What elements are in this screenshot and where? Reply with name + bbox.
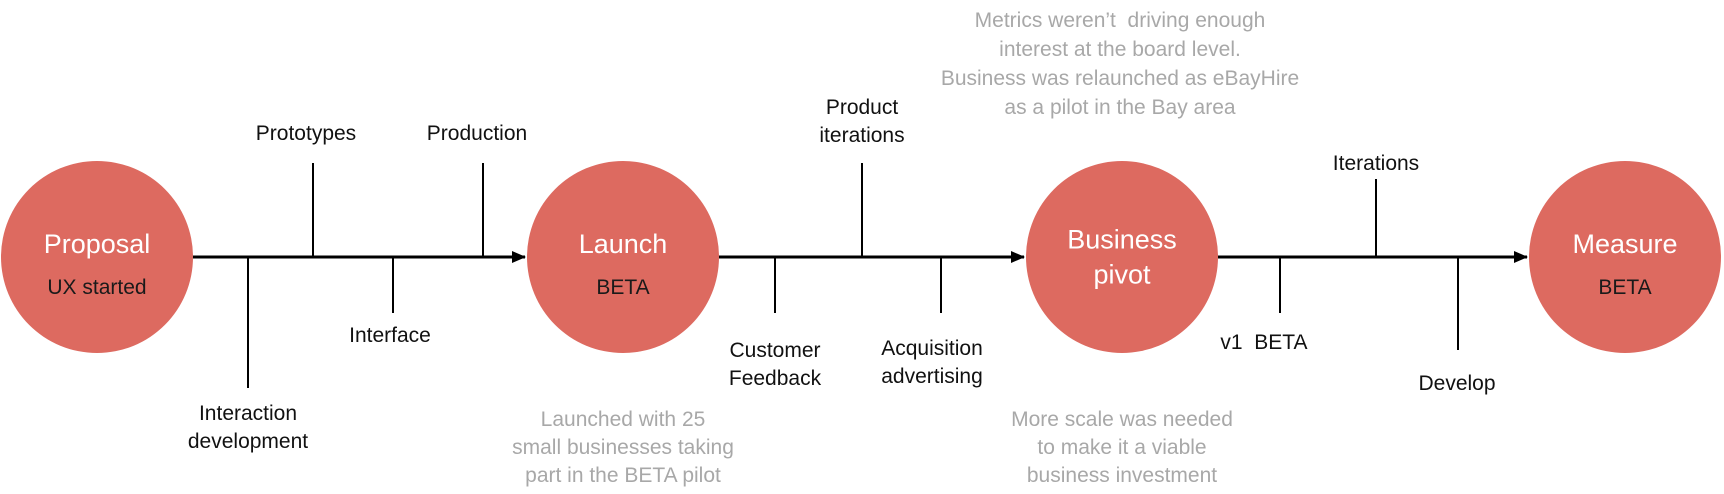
- connector-lines: [193, 163, 1528, 388]
- milestone-circle-proposal: [1, 161, 193, 353]
- notes: Metrics weren’t driving enough interest a…: [512, 9, 1299, 487]
- branch-label-line: iterations: [819, 124, 904, 147]
- branch-label-line: v1 BETA: [1220, 331, 1307, 354]
- note-line: to make it a viable: [1037, 436, 1206, 459]
- branch-label-line: Iterations: [1333, 152, 1419, 175]
- note-metrics: Metrics weren’t driving enough interest a…: [941, 9, 1299, 119]
- branch-label-prototypes: Prototypes: [256, 122, 356, 145]
- note-launched: Launched with 25 small businesses taking p…: [512, 408, 734, 487]
- note-line: Metrics weren’t driving enough: [975, 9, 1266, 32]
- branch-label-line: development: [188, 430, 308, 453]
- milestone-circle-launch: [527, 161, 719, 353]
- branch-label-line: Prototypes: [256, 122, 356, 145]
- milestone-title-launch: Launch: [579, 229, 668, 259]
- milestone-subtitle-measure: BETA: [1598, 276, 1651, 299]
- branch-label-line: Feedback: [729, 367, 822, 390]
- branch-label-line: Production: [427, 122, 527, 145]
- branch-label-line: Interaction: [199, 402, 297, 425]
- milestone-title-line: Proposal: [44, 229, 151, 259]
- branch-label-interface: Interface: [349, 324, 431, 347]
- milestone-title-line: pivot: [1093, 260, 1151, 290]
- milestone-subtitle-launch: BETA: [596, 276, 649, 299]
- branch-label-iterations: Iterations: [1333, 152, 1419, 175]
- note-line: business investment: [1027, 464, 1217, 487]
- note-line: Business was relaunched as eBayHire: [941, 67, 1299, 90]
- branch-label-v1-beta: v1 BETA: [1220, 331, 1307, 354]
- milestone-proposal: Proposal UX started: [1, 161, 193, 353]
- branch-label-develop: Develop: [1418, 372, 1495, 395]
- milestone-business-pivot: Business pivot: [1026, 161, 1218, 353]
- milestone-subtitle-proposal: UX started: [47, 276, 146, 299]
- branch-label-line: Interface: [349, 324, 431, 347]
- note-line: interest at the board level.: [999, 38, 1241, 61]
- milestone-circle-business-pivot: [1026, 161, 1218, 353]
- branch-label-line: Acquisition: [881, 337, 983, 360]
- milestone-title-measure: Measure: [1572, 229, 1677, 259]
- milestone-circle-measure: [1529, 161, 1721, 353]
- milestone-title-business-pivot: Business pivot: [1067, 225, 1177, 290]
- branch-label-line: Product: [826, 96, 899, 119]
- note-line: Launched with 25: [541, 408, 706, 431]
- branch-label-line: Customer: [729, 339, 820, 362]
- branch-labels: Interaction development PrototypesInterfac…: [188, 96, 1496, 453]
- milestone-title-line: Launch: [579, 229, 668, 259]
- note-scale: More scale was needed to make it a viable…: [1011, 408, 1233, 487]
- branch-label-product-iterations: Product iterations: [819, 96, 904, 147]
- note-line: More scale was needed: [1011, 408, 1233, 431]
- branch-label-production: Production: [427, 122, 527, 145]
- branch-label-interaction-development: Interaction development: [188, 402, 308, 453]
- branch-label-line: advertising: [881, 365, 983, 388]
- milestone-title-proposal: Proposal: [44, 229, 151, 259]
- note-line: as a pilot in the Bay area: [1004, 96, 1235, 119]
- branch-label-acquisition-advertising: Acquisition advertising: [881, 337, 983, 388]
- milestone-title-line: Measure: [1572, 229, 1677, 259]
- milestone-title-line: Business: [1067, 225, 1177, 255]
- note-line: part in the BETA pilot: [525, 464, 721, 487]
- note-line: small businesses taking: [512, 436, 734, 459]
- branch-label-line: Develop: [1418, 372, 1495, 395]
